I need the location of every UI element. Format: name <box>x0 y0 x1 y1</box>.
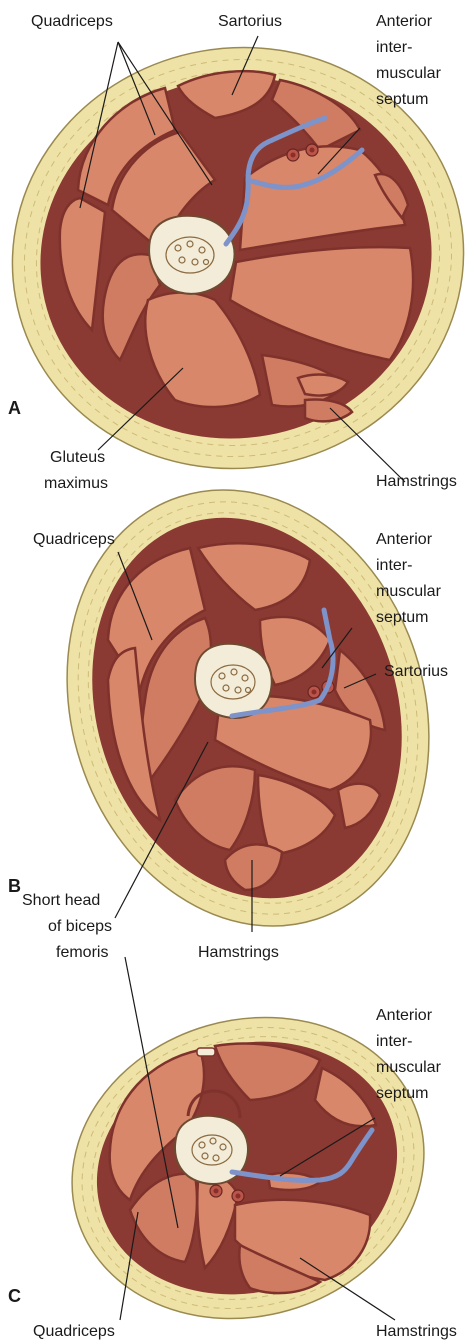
label-anterior-intermuscular-septum: Anterior <box>376 1007 433 1024</box>
label-anterior-intermuscular-septum: inter- <box>376 1033 412 1050</box>
label-short-head-biceps-femoris: of biceps <box>48 918 112 935</box>
label-sartorius: Sartorius <box>384 663 448 680</box>
label-short-head-biceps-femoris: femoris <box>56 944 108 961</box>
label-anterior-intermuscular-septum: muscular <box>376 583 442 600</box>
panel-letter-a: A <box>8 398 21 418</box>
label-sartorius: Sartorius <box>218 13 282 30</box>
label-anterior-intermuscular-septum: muscular <box>376 65 442 82</box>
label-anterior-intermuscular-septum: septum <box>376 91 428 108</box>
label-anterior-intermuscular-septum: muscular <box>376 1059 442 1076</box>
panel-c-cross-section <box>36 977 460 1341</box>
label-hamstrings: Hamstrings <box>376 1323 457 1340</box>
panel-b: Quadriceps Anterior inter- muscular sept… <box>8 442 474 973</box>
label-anterior-intermuscular-septum: inter- <box>376 39 412 56</box>
label-quadriceps: Quadriceps <box>33 531 115 548</box>
label-quadriceps: Quadriceps <box>33 1323 115 1340</box>
panel-letter-c: C <box>8 1286 21 1306</box>
label-short-head-biceps-femoris: Short head <box>22 892 100 909</box>
panel-c: Anterior inter- muscular septum Quadrice… <box>8 957 460 1341</box>
label-anterior-intermuscular-septum: inter- <box>376 557 412 574</box>
label-anterior-intermuscular-septum: Anterior <box>376 531 433 548</box>
femur-bone <box>195 644 272 718</box>
panel-a: Quadriceps Sartorius Anterior inter- mus… <box>0 12 474 504</box>
panel-a-cross-section <box>0 12 474 504</box>
label-anterior-intermuscular-septum: septum <box>376 609 428 626</box>
label-gluteus-maximus: Gluteus <box>50 449 105 466</box>
label-hamstrings: Hamstrings <box>376 473 457 490</box>
femur-bone <box>149 216 234 294</box>
label-anterior-intermuscular-septum: septum <box>376 1085 428 1102</box>
label-anterior-intermuscular-septum: Anterior <box>376 13 433 30</box>
label-gluteus-maximus: maximus <box>44 475 108 492</box>
label-quadriceps: Quadriceps <box>31 13 113 30</box>
panel-letter-b: B <box>8 876 21 896</box>
label-hamstrings: Hamstrings <box>198 944 279 961</box>
